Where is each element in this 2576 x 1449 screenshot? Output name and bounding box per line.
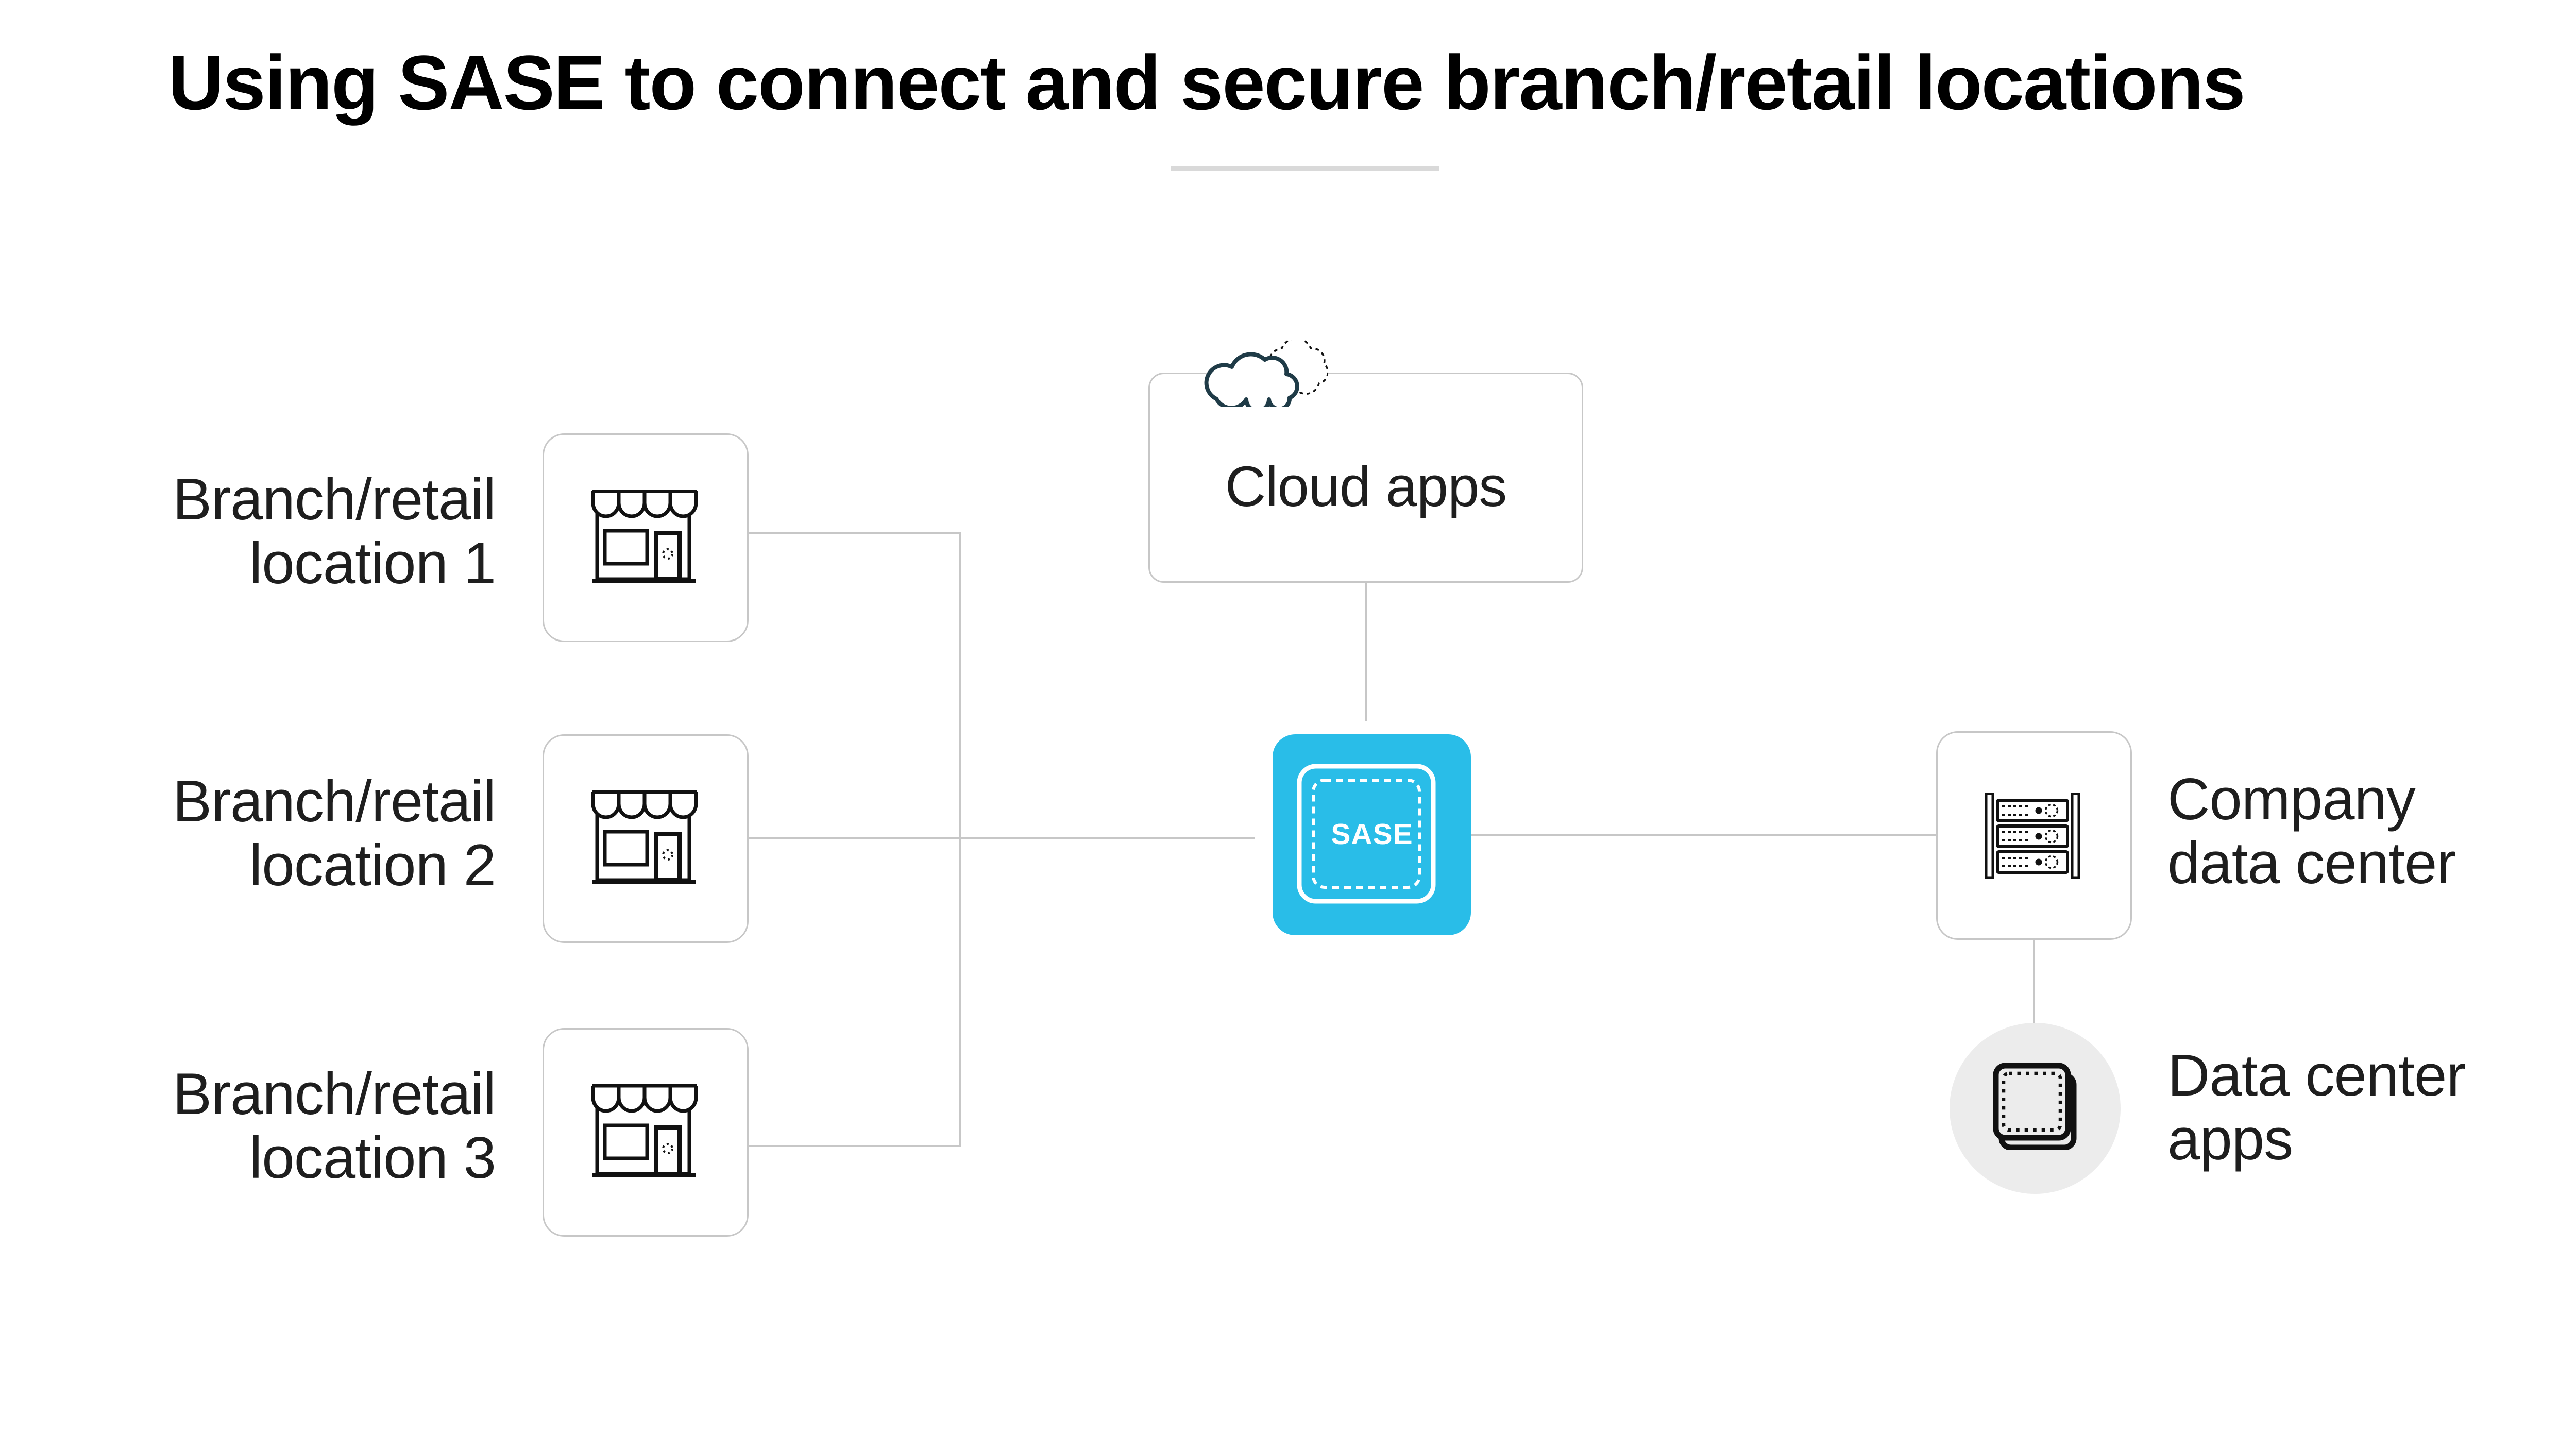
connector-branch-trunk [959,532,961,1147]
branch-location-1-label: Branch/retail location 1 [173,467,496,596]
page-title: Using SASE to connect and secure branch/… [168,39,2246,126]
connector-datacenter-to-apps [2033,940,2035,1023]
branch-location-1-box [543,433,749,642]
branch-location-3-box [543,1028,749,1237]
server-rack-icon [1985,793,2080,879]
connector-branch3 [748,1145,960,1147]
branch-location-3-label: Branch/retail location 3 [173,1062,496,1191]
stacked-apps-icon [1993,1063,2077,1150]
sase-label: SASE [1331,818,1413,851]
company-data-center-label: Company data center [2167,767,2456,896]
connector-sase-to-datacenter [1471,834,1936,836]
connector-cloud-to-sase [1365,583,1367,721]
title-divider [1171,166,1439,171]
cloud-apps-box: Cloud apps [1148,373,1583,583]
sase-hub-box: SASE [1273,734,1471,935]
cloud-apps-label: Cloud apps [1225,455,1507,518]
connector-branch1 [748,532,960,534]
branch-location-2-label: Branch/retail location 2 [173,769,496,898]
branch-location-2-box [543,734,749,943]
connector-branch2-to-sase [748,837,1255,839]
storefront-icon [591,790,698,884]
storefront-icon [591,1084,698,1177]
storefront-icon [591,490,698,583]
sase-badge-icon: SASE [1297,764,1436,904]
data-center-apps-label: Data center apps [2167,1043,2466,1172]
company-data-center-box [1936,731,2132,940]
cloud-icon [1204,340,1328,407]
data-center-apps-circle [1950,1023,2121,1194]
